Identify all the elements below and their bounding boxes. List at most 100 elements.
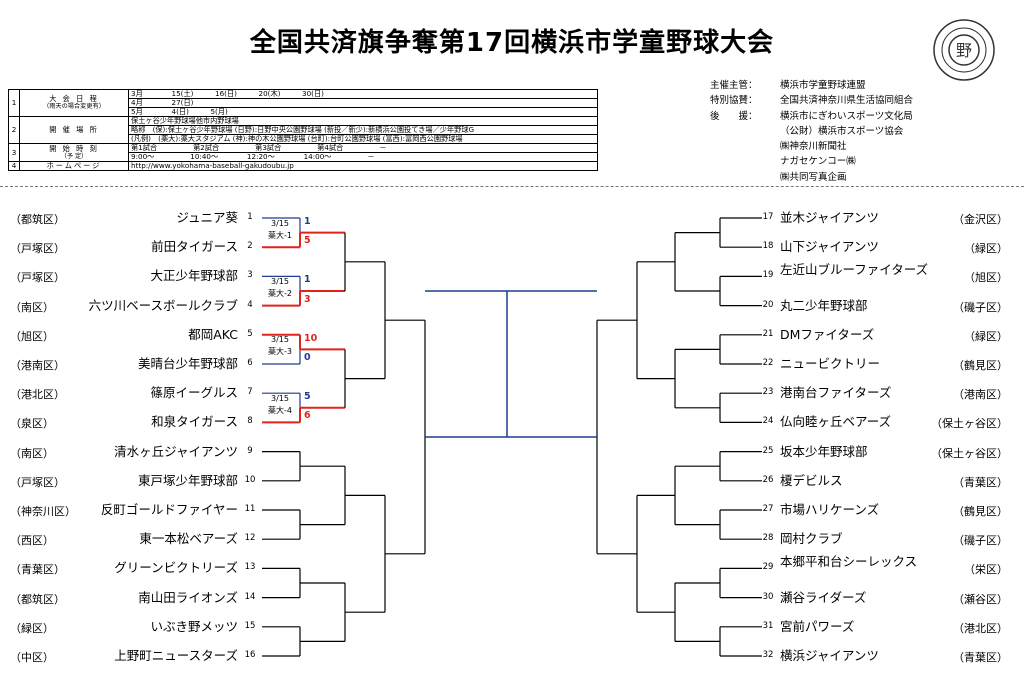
team-district: （磯子区） bbox=[953, 300, 1008, 314]
team-seed-number: 6 bbox=[247, 358, 253, 368]
team-district: （南区） bbox=[10, 446, 54, 460]
team-seed-number: 23 bbox=[762, 387, 774, 398]
team-name: 上野町ニュースターズ bbox=[114, 648, 238, 663]
team-name: DMファイターズ bbox=[780, 326, 875, 342]
team-district: （都筑区） bbox=[10, 592, 65, 606]
team-district: （金沢区） bbox=[953, 213, 1008, 226]
team-district: （戸塚区） bbox=[10, 271, 65, 285]
sponsor-row: ㈱共同写真企画 bbox=[710, 170, 913, 185]
team-name: 篠原イーグルス bbox=[150, 385, 238, 401]
team-district: （神奈川区） bbox=[10, 505, 76, 518]
team-name: 美晴台少年野球部 bbox=[137, 356, 238, 371]
sponsor-name: ナガセケンコー㈱ bbox=[780, 156, 856, 168]
sponsor-name: ㈱共同写真企画 bbox=[780, 171, 847, 183]
match-venue: 薬大-3 bbox=[268, 347, 292, 357]
team-name: 本郷平和台シーレックス bbox=[780, 554, 918, 570]
info-row-title: 開 始 時 刻 bbox=[49, 143, 99, 153]
association-seal-icon: 野 bbox=[933, 19, 995, 81]
score-top: 1 bbox=[304, 274, 311, 286]
team-name: 和泉タイガース bbox=[151, 414, 238, 430]
team-seed-number: 9 bbox=[247, 445, 253, 456]
team-name: 六ツ川ベースボールクラブ bbox=[88, 297, 238, 313]
team-name: 瀬谷ライダーズ bbox=[780, 589, 867, 605]
info-row-subtitle: （雨天の場合変更有） bbox=[43, 103, 105, 110]
team-seed-number: 31 bbox=[762, 620, 774, 631]
team-seed-number: 16 bbox=[244, 650, 256, 660]
match-venue: 薬大-2 bbox=[268, 289, 292, 298]
team-name: 東戸塚少年野球部 bbox=[137, 472, 238, 488]
team-seed-number: 3 bbox=[247, 270, 253, 281]
sponsor-row: ㈱神奈川新聞社 bbox=[710, 139, 913, 154]
team-seed-number: 5 bbox=[247, 328, 253, 339]
team-district: （旭区） bbox=[10, 329, 54, 343]
team-seed-number: 18 bbox=[762, 241, 774, 252]
score-bottom: 0 bbox=[304, 352, 311, 363]
team-seed-number: 22 bbox=[762, 358, 774, 368]
sponsor-row: ナガセケンコー㈱ bbox=[710, 154, 913, 169]
sponsor-row: 後 援：横浜市にぎわいスポーツ文化局 bbox=[710, 109, 913, 124]
score-bottom: 3 bbox=[304, 293, 311, 305]
team-district: （中区） bbox=[10, 651, 54, 664]
team-name: 前田タイガース bbox=[151, 239, 238, 255]
team-name: 坂本少年野球部 bbox=[780, 443, 868, 459]
score-bottom: 6 bbox=[304, 410, 311, 422]
team-district: （港南区） bbox=[953, 388, 1008, 402]
team-seed-number: 15 bbox=[244, 620, 256, 631]
team-district: （緑区） bbox=[964, 242, 1008, 256]
team-seed-number: 24 bbox=[762, 416, 774, 427]
team-district: （緑区） bbox=[10, 621, 54, 635]
match-date: 3/15 bbox=[271, 218, 289, 228]
header-divider bbox=[0, 186, 1024, 187]
team-name: 仏向睦ヶ丘ベアーズ bbox=[780, 414, 892, 430]
team-seed-number: 10 bbox=[244, 474, 256, 485]
team-district: （戸塚区） bbox=[10, 242, 65, 256]
match-date: 3/15 bbox=[271, 277, 289, 286]
sponsor-name: （公財）横浜市スポーツ協会 bbox=[780, 125, 904, 137]
team-seed-number: 19 bbox=[762, 270, 774, 281]
team-district: （港南区） bbox=[10, 359, 65, 372]
team-district: （磯子区） bbox=[953, 534, 1008, 548]
sponsor-name: 横浜市学童野球連盟 bbox=[780, 80, 866, 91]
team-seed-number: 12 bbox=[244, 533, 256, 544]
team-district: （保土ヶ谷区） bbox=[931, 446, 1008, 460]
team-district: （戸塚区） bbox=[10, 475, 65, 489]
team-district: （西区） bbox=[10, 534, 54, 548]
team-district: （泉区） bbox=[10, 417, 54, 431]
info-row-title: ホームページ bbox=[46, 161, 102, 170]
team-name: 宮前パワーズ bbox=[780, 618, 855, 634]
team-name: ニュービクトリー bbox=[780, 356, 881, 371]
team-district: （保土ヶ谷区） bbox=[931, 417, 1008, 431]
team-name: 左近山ブルーファイターズ bbox=[780, 262, 929, 278]
team-name: 岡村クラブ bbox=[780, 531, 843, 547]
score-top: 1 bbox=[304, 216, 311, 227]
team-seed-number: 29 bbox=[762, 562, 774, 573]
team-name: 港南台ファイターズ bbox=[780, 385, 892, 401]
team-name: いぶき野メッツ bbox=[150, 618, 238, 634]
team-district: （港北区） bbox=[953, 621, 1008, 635]
team-name: 山下ジャイアンツ bbox=[780, 239, 879, 255]
sponsor-row: 特別協賛：全国共済神奈川県生活協同組合 bbox=[710, 93, 913, 108]
team-seed-number: 4 bbox=[247, 299, 253, 310]
team-seed-number: 20 bbox=[762, 299, 774, 310]
team-name: 大正少年野球部 bbox=[150, 268, 238, 284]
team-district: （青葉区） bbox=[10, 563, 65, 577]
team-district: （青葉区） bbox=[953, 651, 1008, 664]
match-venue: 薬大-4 bbox=[268, 405, 292, 415]
team-seed-number: 32 bbox=[762, 650, 774, 660]
info-row-title: 開 催 場 所 bbox=[49, 125, 99, 134]
team-district: （鶴見区） bbox=[953, 359, 1008, 372]
team-name: 反町ゴールドファイヤー bbox=[100, 502, 238, 517]
team-seed-number: 11 bbox=[244, 504, 256, 514]
team-district: （緑区） bbox=[964, 329, 1008, 343]
sponsor-role: 主催主管： bbox=[710, 80, 758, 91]
team-seed-number: 28 bbox=[762, 533, 774, 544]
team-name: 東一本松ベアーズ bbox=[139, 531, 238, 547]
team-district: （鶴見区） bbox=[953, 505, 1008, 518]
info-row-label: 開 催 場 所 bbox=[19, 116, 129, 144]
score-top: 5 bbox=[304, 391, 311, 403]
sponsor-name: 横浜市にぎわいスポーツ文化局 bbox=[780, 110, 913, 122]
score-bottom: 5 bbox=[304, 235, 311, 247]
info-row-value: http://www.yokohama-baseball-gakudoubu.j… bbox=[128, 161, 598, 171]
